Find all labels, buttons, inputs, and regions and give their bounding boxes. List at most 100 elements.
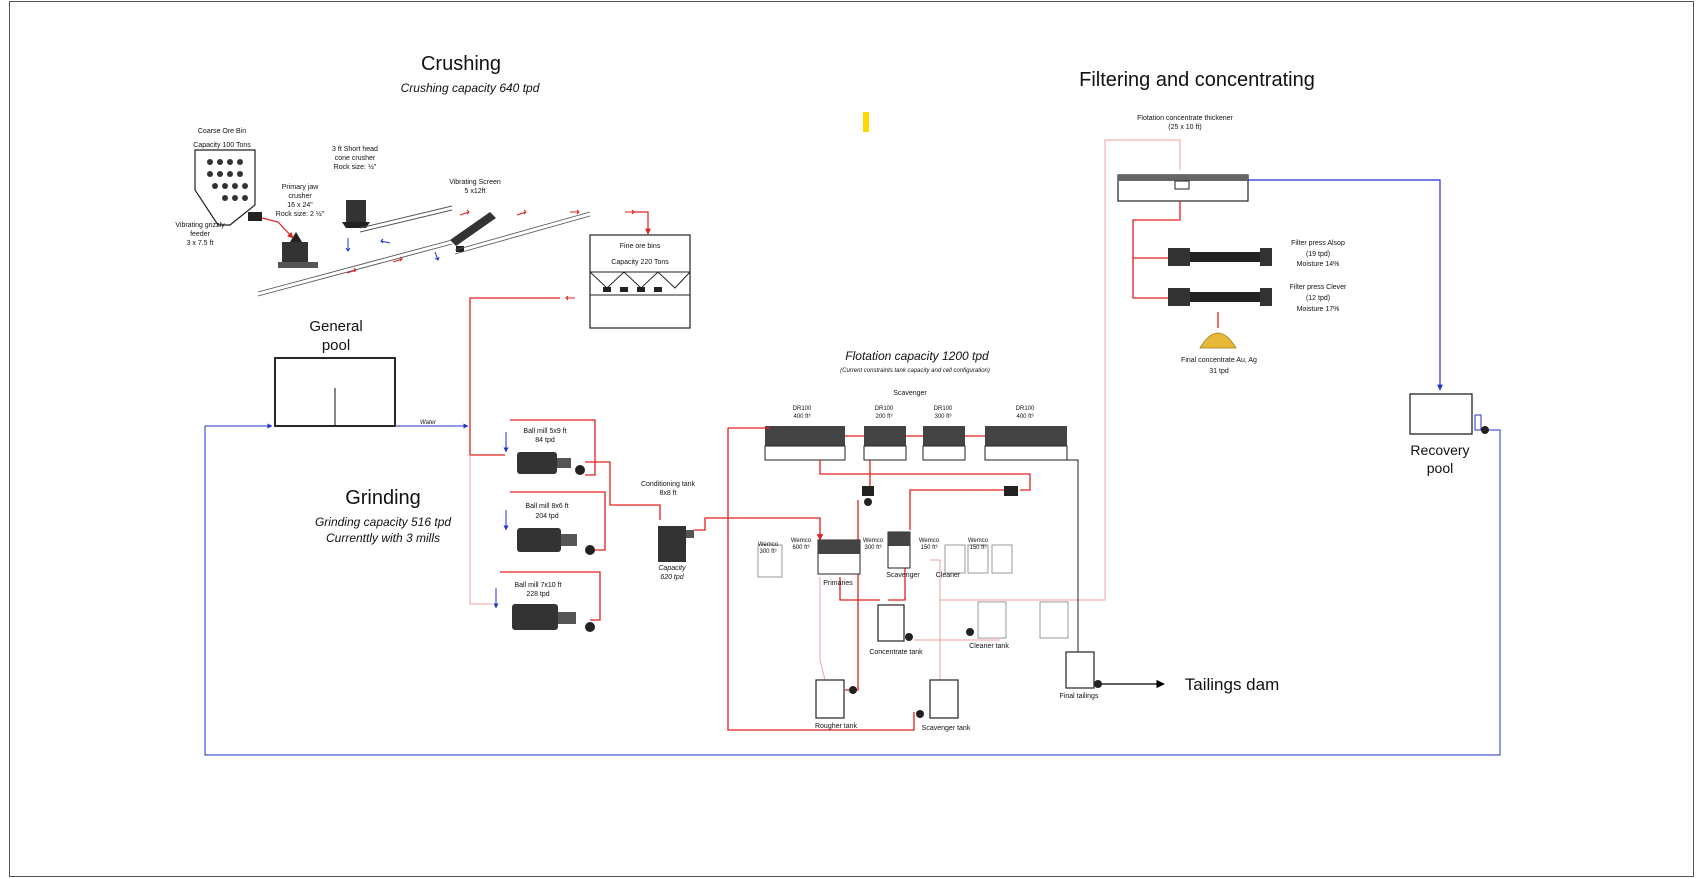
jaw-label-2: crusher: [288, 193, 312, 200]
cond-label-4: 620 tpd: [660, 574, 684, 581]
ball-mill-3: Ball mill 7x10 ft 228 tpd: [512, 582, 595, 632]
grizzly-label-2: feeder: [190, 231, 211, 238]
coarse-bin-label-2: Capacity 100 Tons: [193, 142, 251, 149]
blue-flow-arrows: [345, 238, 440, 261]
fine-bins-label-2: Capacity 220 Tons: [611, 259, 669, 266]
jaw-label-4: Rock size: 2 ½": [276, 210, 325, 218]
dr100-cell-2: DR100 200 ft³: [863, 406, 907, 461]
to-fine-bin-arrow: [634, 211, 651, 235]
grinding-subtitle-1: Grinding capacity 516 tpd: [315, 515, 451, 529]
wemco1-label-2: 300 ft³: [759, 549, 776, 555]
screen-label-2: 5 x12ft: [464, 188, 485, 195]
grinding-subtitle-2: Currenttly with 3 mills: [326, 531, 440, 545]
fp2-label-3: Moisture 17%: [1297, 306, 1340, 313]
vibrating-screen: Vibrating Screen 5 x12ft: [449, 179, 501, 252]
filter-red-lines: [1132, 201, 1219, 328]
wemco5-label-2: 150 ft³: [969, 545, 986, 551]
crushing-subtitle: Crushing capacity 640 tpd: [401, 81, 540, 95]
tailings-line: [1067, 459, 1079, 662]
ball-mill-2: Ball mill 8x6 ft 204 tpd: [517, 503, 595, 555]
conditioning-tank: Conditioning tank 8x8 ft Capacity 620 tp…: [641, 481, 696, 581]
mill3-label-2: 228 tpd: [526, 591, 549, 598]
marker-highlight: [863, 112, 869, 132]
fine-ore-bins: Fine ore bins Capacity 220 Tons: [589, 234, 691, 329]
wemco-cells: Wemco 300 ft³ Wemco 600 ft³ Wemco 300 ft…: [757, 531, 1013, 587]
coarse-ore-bin: Coarse Ore Bin Capacity 100 Tons: [193, 128, 256, 226]
conveyors: [257, 205, 591, 297]
wemco4-label-1: Wemco: [919, 538, 940, 544]
fine-bins-label-1: Fine ore bins: [620, 243, 661, 250]
dr2-label-1: DR100: [875, 406, 894, 412]
crushing-title: Crushing: [421, 53, 501, 75]
flotation-subtitle: (Current constraints tank capacity and c…: [840, 368, 990, 374]
cone-crusher: 3 ft Short head cone crusher Rock size: …: [332, 146, 378, 228]
fp1-label-2: (19 tpd): [1306, 251, 1330, 258]
fp1-label-3: Moisture 14%: [1297, 261, 1340, 268]
general-pool-label-1: General: [309, 318, 362, 335]
feed-arrow: [261, 217, 294, 239]
general-pool: General pool: [274, 318, 396, 427]
mill1-label-1: Ball mill 5x9 ft: [523, 428, 566, 435]
scavenger-tank-label: Scavenger tank: [922, 725, 971, 732]
filtering-title: Filtering and concentrating: [1079, 69, 1315, 91]
wemco3-label-1: Wemco: [863, 538, 884, 544]
pump-symbols: [849, 486, 1018, 718]
ball-mill-1: Ball mill 5x9 ft 84 tpd: [517, 428, 585, 475]
wemco1-label-1: Wemco: [758, 542, 779, 548]
to-primaries-line: [694, 517, 824, 541]
coarse-bin-label-1: Coarse Ore Bin: [198, 128, 246, 135]
dr100-cell-4: DR100 400 ft³: [984, 406, 1068, 461]
jaw-label-3: 16 x 24": [287, 202, 313, 209]
wemco3-label-2: 300 ft³: [864, 545, 881, 551]
cleaner-label: Cleaner: [936, 572, 961, 579]
concentrate-tank-label: Concentrate tank: [869, 649, 923, 656]
concentrate-thickener: Flotation concentrate thickener (25 x 10…: [1117, 115, 1249, 202]
concentrate-tank: Concentrate tank: [869, 604, 923, 656]
dr4-label-1: DR100: [1016, 406, 1035, 412]
wemco2-label-1: Wemco: [791, 538, 812, 544]
thickener-label-2: (25 x 10 ft): [1168, 124, 1201, 131]
grizzly-label-3: 3 x 7.5 ft: [187, 240, 214, 247]
grizzly-label-1: Vibrating grizzly: [175, 222, 225, 229]
final-conc-label-2: 31 tpd: [1209, 368, 1229, 375]
cone-label-1: 3 ft Short head: [332, 146, 378, 153]
dr3-label-1: DR100: [934, 406, 953, 412]
vibrating-grizzly-feeder: Vibrating grizzly feeder 3 x 7.5 ft: [175, 212, 262, 247]
mill2-label-1: Ball mill 8x6 ft: [525, 503, 568, 510]
recovery-pool: Recovery pool: [1409, 393, 1489, 476]
filter-press-clever: Filter press Clever (12 tpd) Moisture 17…: [1168, 284, 1347, 313]
water-label: Water: [420, 420, 437, 426]
dr2-label-2: 200 ft³: [875, 414, 892, 420]
recovery-label-2: pool: [1427, 460, 1453, 476]
thickener-overflow-line: [1248, 179, 1443, 391]
flotation-red-lines: [727, 427, 1031, 731]
filter-press-alsop: Filter press Alsop (19 tpd) Moisture 14%: [1168, 240, 1345, 268]
jaw-label-1: Primary jaw: [282, 184, 320, 191]
diagram-frame: [9, 1, 1694, 877]
cond-label-2: 8x8 ft: [659, 490, 676, 497]
final-concentrate-pile: Final concentrate Au, Ag 31 tpd: [1181, 332, 1257, 375]
scavenger-top-label: Scavenger: [893, 390, 927, 397]
water-lines: [204, 423, 1501, 756]
scavenger-tank: Scavenger tank: [922, 679, 971, 732]
fp2-label-1: Filter press Clever: [1290, 284, 1347, 291]
cleaner-tank: Cleaner tank: [969, 601, 1069, 650]
dr100-cell-3: DR100 300 ft³: [922, 406, 966, 461]
fp1-label-1: Filter press Alsop: [1291, 240, 1345, 247]
general-pool-label-2: pool: [322, 337, 350, 354]
grinding-title: Grinding: [345, 487, 421, 509]
wemco2-label-2: 600 ft³: [792, 545, 809, 551]
primary-jaw-crusher: Primary jaw crusher 16 x 24" Rock size: …: [276, 184, 325, 268]
flotation-title: Flotation capacity 1200 tpd: [845, 349, 989, 363]
scavenger-mid-label: Scavenger: [886, 572, 920, 579]
cond-label-1: Conditioning tank: [641, 481, 696, 488]
grinding-red-lines: [469, 297, 661, 621]
rougher-tank-label: Rougher tank: [815, 723, 858, 730]
mill3-label-1: Ball mill 7x10 ft: [514, 582, 561, 589]
rougher-tank: Rougher tank: [815, 679, 858, 730]
recovery-label-1: Recovery: [1410, 442, 1469, 458]
cleaner-tank-label: Cleaner tank: [969, 643, 1009, 650]
cone-label-3: Rock size: ½": [334, 163, 377, 171]
dr1-label-1: DR100: [793, 406, 812, 412]
